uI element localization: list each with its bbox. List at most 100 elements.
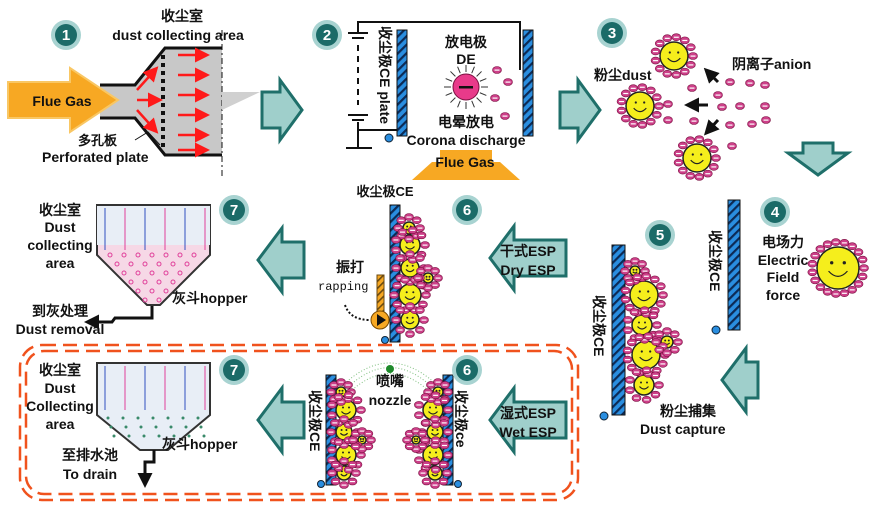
anion-icon [677,141,688,150]
anion-icon [421,477,432,486]
spark [450,97,456,103]
anion-icon [709,145,719,153]
wet-room-cn: 收尘室 [39,362,81,378]
anion-icon [438,460,449,469]
anion-icon [625,386,635,394]
anion-icon [760,81,770,89]
positive-terminal-icon [711,325,721,335]
dust-dot [170,261,176,267]
de-label-cn: 放电极 [444,34,488,50]
anion-icon [671,71,682,79]
dry-esp-en: Dry ESP [500,262,555,278]
capture-en: Dust capture [640,421,726,437]
anion-icon [654,330,665,339]
anion-icon [405,250,415,258]
anion-icon [415,326,425,334]
anion-icon [656,282,666,290]
anion-icon [679,36,690,45]
anion-icon [414,411,424,419]
anion-icon [327,446,337,454]
anion-icon [352,396,363,405]
anion-icon [405,302,415,310]
anion-icon [339,415,349,423]
water-drop [127,434,131,438]
anion-icon [689,117,699,125]
force-en-1: Electric [758,252,809,268]
anion-icon [815,283,826,291]
anion-icon [662,34,673,43]
anion-icon [673,338,683,346]
spark [471,100,475,108]
anion-icon [366,436,376,444]
anion-icon [853,248,864,256]
anion-icon [662,349,672,357]
badge-step3: 3 [597,18,627,48]
anion-icon [822,240,833,248]
dust-dot [170,279,176,285]
anion-icon [419,316,429,324]
anion-icon [685,171,696,180]
anion-icon [641,366,652,375]
anion-icon [663,100,673,108]
anion-icon [629,308,640,316]
dust-dot [149,288,155,294]
anion-label: 阴离子anion [732,56,811,72]
anion-icon [395,254,405,262]
anion-icon [330,477,341,486]
anion-icon [650,47,661,56]
anion-icon [727,142,737,150]
wet-esp-border [18,343,580,502]
water-drop [172,434,176,438]
anion-icon [421,460,432,469]
anion-icon [839,238,850,247]
spark [479,78,487,82]
anion-icon [694,135,705,143]
anion-icon [658,360,668,368]
anion-icon [347,460,358,469]
anion-icon [430,391,441,400]
anion-icon [356,406,366,414]
dust-dot [163,252,169,258]
anion-icon [396,216,407,225]
dust-dot [121,270,127,276]
anion-icon [632,273,643,282]
rapping-cn: 振打 [336,259,364,275]
anion-icon [645,86,656,95]
anion-icon [430,267,440,275]
spark [471,66,475,74]
anion-icon [625,376,635,384]
force-en-3: force [766,287,800,303]
spark [457,100,461,108]
anion-icon [417,429,428,438]
svg-text:4: 4 [771,204,780,221]
anion-icon [492,66,502,74]
anion-icon [735,102,745,110]
flue-gas-arrow-1: Flue Gas [7,66,120,134]
flow-arrow-left [488,221,568,295]
anion-icon [648,311,659,320]
dry-hopper-label: 灰斗hopper [172,290,248,306]
anion-icon [810,251,820,260]
anion-icon [620,286,631,295]
anion-icon [628,84,639,93]
anion-icon [622,346,633,355]
step-badges: 1 2 3 4 5 6 6 7 7 [51,18,790,385]
anion-icon [443,451,453,459]
anion-icon [679,67,690,76]
spark [457,66,461,74]
water-drop [184,425,188,429]
anion-icon [439,419,449,427]
anion-icon [631,394,642,402]
anion-icon [426,381,436,389]
anion-icon [405,330,415,338]
anion-icon [623,326,633,334]
anion-icon [420,393,431,401]
anion-icon [815,245,826,253]
water-drop [151,416,155,420]
anion-icon [400,275,410,284]
badge-step5: 5 [645,220,675,250]
dust-particle-icon [357,435,367,445]
water-drop [181,416,185,420]
gas-arrow [136,109,159,134]
